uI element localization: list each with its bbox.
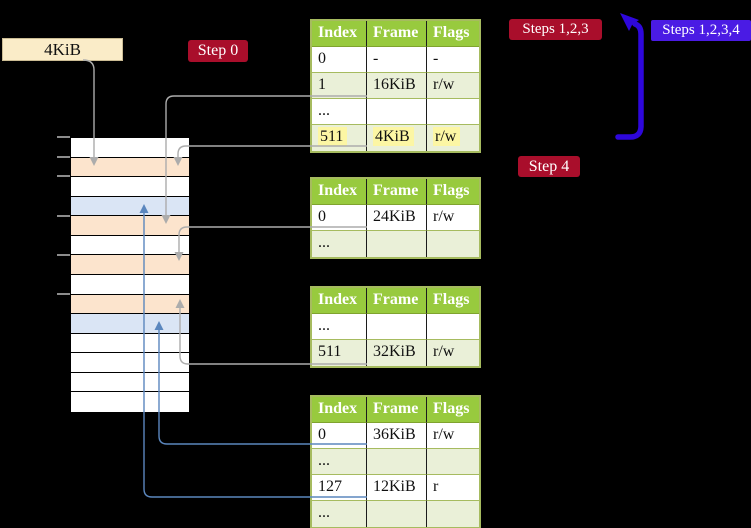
table-cell-flags xyxy=(427,501,479,527)
table-cell-index: ... xyxy=(312,449,367,475)
column-header-frame: Frame xyxy=(367,21,427,47)
axis-tick xyxy=(57,254,70,256)
axis-tick xyxy=(57,215,70,217)
table-cell-frame xyxy=(367,99,427,125)
table-cell-frame: 24KiB xyxy=(367,205,427,231)
table-cell-frame xyxy=(367,501,427,527)
table-cell-flags xyxy=(427,99,479,125)
memory-frame-row xyxy=(71,372,189,393)
table-cell-flags xyxy=(427,314,479,340)
axis-tick xyxy=(57,156,70,158)
axis-tick xyxy=(57,175,70,177)
page-table-4: Index Frame Flags 0 36KiB r/w ... 127 12… xyxy=(310,395,481,528)
highlighted-value: 4KiB xyxy=(373,127,414,146)
page-table-2: Index Frame Flags 0 24KiB r/w ... xyxy=(310,177,481,259)
column-header-flags: Flags xyxy=(427,288,479,314)
table-cell-frame xyxy=(367,314,427,340)
memory-frame-row xyxy=(71,333,189,354)
table-cell-index: 1 xyxy=(312,73,367,99)
table-cell-frame: 32KiB xyxy=(367,340,427,366)
table-cell-flags: - xyxy=(427,47,479,73)
table-cell-index: ... xyxy=(312,501,367,527)
memory-frame-row xyxy=(71,294,189,315)
memory-frame-row xyxy=(71,353,189,373)
table-cell-frame xyxy=(367,449,427,475)
column-header-frame: Frame xyxy=(367,397,427,423)
table-cell-flags: r/w xyxy=(427,73,479,99)
steps-big-arrow xyxy=(615,21,644,140)
table-cell-frame: 16KiB xyxy=(367,73,427,99)
table-cell-flags: r/w xyxy=(427,205,479,231)
column-header-index: Index xyxy=(312,397,367,423)
table-cell-index: ... xyxy=(312,231,367,257)
column-header-flags: Flags xyxy=(427,397,479,423)
table-cell-frame: 36KiB xyxy=(367,423,427,449)
step-4-badge: Step 4 xyxy=(518,156,580,177)
steps-1234-badge: Steps 1,2,3,4 xyxy=(651,20,751,41)
table-cell-index: 0 xyxy=(312,205,367,231)
memory-frame-row xyxy=(71,177,189,197)
table-cell-frame: 4KiB xyxy=(367,125,427,151)
memory-stack xyxy=(70,137,190,413)
frame-size-box: 4KiB xyxy=(2,38,123,61)
arrow-up-left-icon xyxy=(620,13,639,31)
table-cell-index: 0 xyxy=(312,423,367,449)
column-header-flags: Flags xyxy=(427,179,479,205)
table-cell-index: 0 xyxy=(312,47,367,73)
table-cell-flags: r/w xyxy=(427,423,479,449)
memory-frame-row xyxy=(71,314,189,334)
memory-frame-row xyxy=(71,255,189,275)
table-cell-index: 511 xyxy=(312,340,367,366)
column-header-index: Index xyxy=(312,288,367,314)
table-cell-flags: r xyxy=(427,475,479,501)
table-cell-frame: - xyxy=(367,47,427,73)
step-0-badge: Step 0 xyxy=(188,40,248,62)
table-cell-flags: r/w xyxy=(427,125,479,151)
highlighted-value: r/w xyxy=(433,127,461,146)
table-cell-index: ... xyxy=(312,314,367,340)
table-cell-flags xyxy=(427,449,479,475)
memory-frame-row xyxy=(71,216,189,236)
axis-tick xyxy=(57,136,70,138)
table-cell-index: 511 xyxy=(312,125,367,151)
table-cell-frame xyxy=(367,231,427,257)
table-cell-flags: r/w xyxy=(427,340,479,366)
highlighted-value: 511 xyxy=(318,127,348,146)
table-cell-frame: 12KiB xyxy=(367,475,427,501)
memory-frame-row xyxy=(71,196,189,217)
memory-frame-row xyxy=(71,274,189,295)
memory-frame-row xyxy=(71,138,189,158)
column-header-flags: Flags xyxy=(427,21,479,47)
memory-frame-row xyxy=(71,392,189,412)
memory-frame-row xyxy=(71,235,189,256)
table-cell-index: 127 xyxy=(312,475,367,501)
table-cell-flags xyxy=(427,231,479,257)
column-header-frame: Frame xyxy=(367,288,427,314)
steps-123-badge: Steps 1,2,3 xyxy=(509,19,602,40)
axis-tick xyxy=(57,293,70,295)
table-cell-index: ... xyxy=(312,99,367,125)
page-table-3: Index Frame Flags ... 511 32KiB r/w xyxy=(310,286,481,368)
column-header-index: Index xyxy=(312,21,367,47)
column-header-frame: Frame xyxy=(367,179,427,205)
column-header-index: Index xyxy=(312,179,367,205)
memory-frame-row xyxy=(71,157,189,178)
page-table-1: Index Frame Flags 0 - - 1 16KiB r/w ... … xyxy=(310,19,481,153)
